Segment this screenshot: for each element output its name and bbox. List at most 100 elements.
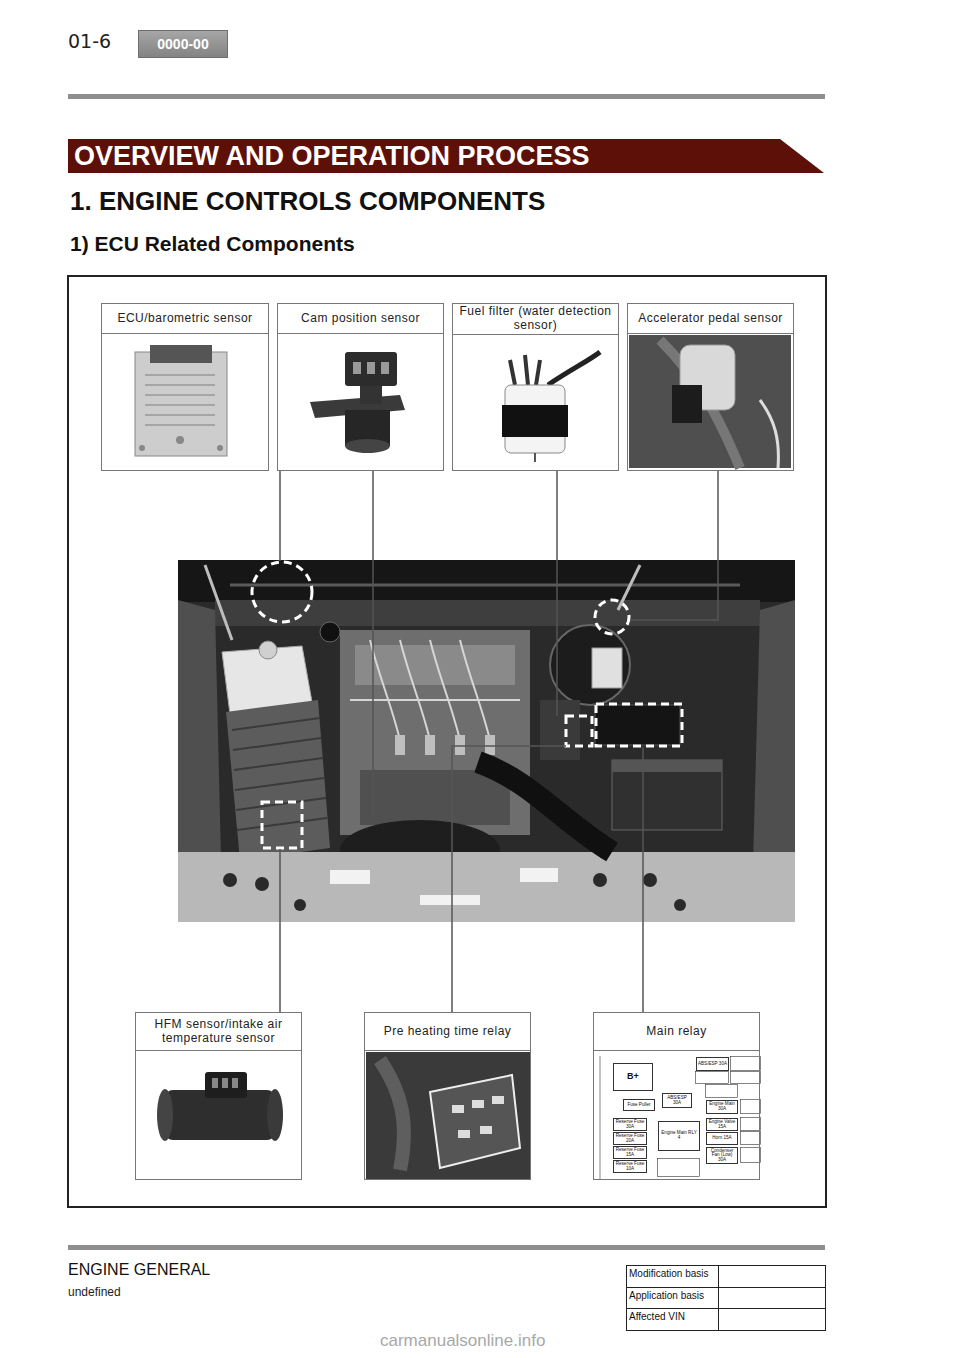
banner-title: OVERVIEW AND OPERATION PROCESS [74, 139, 828, 173]
engine-bay-photo [232, 718, 320, 730]
cam-sensor-photo [360, 386, 382, 404]
ecu-photo [145, 375, 215, 425]
engine-bay-photo [520, 868, 558, 882]
ecu-photo [145, 374, 215, 376]
ecu-photo [135, 352, 227, 456]
ecu-photo [145, 404, 215, 406]
photo-markers [595, 600, 629, 634]
fuse-label: ABS/ESP 30A [664, 1096, 691, 1106]
cam-sensor-photo [353, 362, 361, 374]
engine-bay-photo [340, 630, 530, 835]
engine-bay-photo [236, 798, 326, 810]
revision-table [627, 1266, 826, 1331]
leader-lines [642, 747, 644, 1012]
fuel-filter-photo [510, 355, 540, 385]
fuse-cell: B+ [613, 1063, 653, 1091]
component-panel: Accelerator pedal sensor [627, 303, 794, 471]
fuse-cell: Fuse Puller [623, 1099, 655, 1111]
fuse-cell: Reserve Fuse 30A [613, 1118, 647, 1131]
panel-label: Pre heating time relay [384, 1025, 512, 1039]
accelerator-sensor-photo [660, 340, 740, 468]
engine-bay-photo [230, 584, 740, 587]
leader-lines [452, 746, 566, 1012]
ecu-photo [145, 394, 215, 396]
preheat-relay-photo [430, 1075, 520, 1168]
engine-bay-photo [612, 760, 722, 772]
ecu-photo [139, 436, 223, 451]
engine-bay-photo [485, 735, 495, 755]
revision-table [718, 1265, 719, 1330]
fuse-box-diagram [696, 1072, 729, 1084]
relay-cell: Engine Main RLY 4 [658, 1121, 700, 1151]
engine-bay-photo [233, 738, 321, 750]
leader-lines [372, 471, 374, 818]
engine-bay-photo [223, 873, 686, 911]
fuse-cell: Engine Main 30A [706, 1100, 738, 1114]
cam-sensor-photo [381, 362, 389, 374]
revision-table [626, 1308, 826, 1309]
engine-bay-photo [223, 873, 237, 887]
accelerator-sensor-photo [672, 385, 702, 423]
engine-bay-photo [215, 600, 760, 626]
fuse-cell: Reserve Fuse 10A [613, 1160, 647, 1173]
engine-bay-photo [237, 818, 327, 830]
hfm-sensor-photo [157, 1089, 173, 1141]
hfm-sensor-photo [222, 1078, 228, 1088]
preheat-relay-photo [472, 1100, 484, 1108]
fuse-cell: Horn 15A [706, 1132, 738, 1145]
fuse-label: Reserve Fuse 15A [615, 1148, 646, 1158]
engine-bay-photo [350, 640, 520, 740]
table-cell: Application basis [629, 1290, 704, 1302]
fuse-box-diagram [731, 1057, 761, 1071]
figure-frame [68, 276, 826, 1207]
engine-bay-photo [425, 735, 435, 755]
component-panel: Cam position sensor [277, 303, 444, 471]
hfm-sensor-photo [157, 1072, 283, 1141]
subsection-heading: 1) ECU Related Components [70, 232, 355, 256]
panel-label-area: Pre heating time relay [365, 1013, 530, 1051]
cam-sensor-photo [310, 352, 405, 453]
engine-bay-photo [430, 640, 460, 740]
engine-bay-photo [178, 852, 795, 922]
preheat-relay-photo [452, 1105, 464, 1113]
photo-markers [566, 716, 592, 746]
engine-bay-photo [255, 877, 269, 891]
ecu-photo [217, 445, 223, 451]
fuse-label: Fuse Puller [627, 1103, 650, 1108]
section-code: 0000-00 [157, 36, 208, 52]
fuel-filter-photo [502, 352, 600, 462]
engine-bay-photo [360, 770, 510, 825]
engine-bay-photo [226, 700, 330, 860]
ecu-photo [139, 445, 145, 451]
fuse-box-diagram [741, 1100, 761, 1114]
engine-bay-photo [540, 700, 580, 760]
preheat-relay-photo [380, 1060, 404, 1170]
cam-sensor-photo [345, 352, 397, 386]
ecu-photo [150, 345, 212, 363]
preheat-relay-photo [452, 1096, 504, 1138]
figure-frame [68, 276, 826, 1207]
section-heading: 1. ENGINE CONTROLS COMPONENTS [70, 186, 545, 217]
fuse-cell: Reserve Fuse 15A [613, 1146, 647, 1159]
table-cell: Affected VIN [629, 1311, 685, 1323]
engine-bay-photo [674, 899, 686, 911]
watermark: carmanualsonline.info [380, 1331, 545, 1351]
photo-markers [262, 802, 302, 848]
engine-bay-photo [455, 735, 465, 755]
table-cell: Modification basis [629, 1268, 708, 1280]
cam-sensor-photo [353, 362, 389, 374]
chapter-banner: OVERVIEW AND OPERATION PROCESS [68, 139, 828, 173]
panel-label: Cam position sensor [301, 312, 420, 326]
engine-bay-photo [330, 870, 370, 884]
panel-label: Accelerator pedal sensor [638, 312, 783, 326]
leader-lines [279, 849, 281, 1012]
fuse-cell: Reserve Fuse 20A [613, 1132, 647, 1145]
engine-bay-photo [235, 778, 324, 790]
ecu-photo [145, 384, 215, 386]
header-rule [68, 94, 825, 99]
fuse-box-diagram [706, 1085, 738, 1098]
footer-rule [68, 1245, 825, 1250]
engine-bay-photo [320, 622, 340, 642]
engine-bay-photo [612, 760, 722, 830]
page-number: 01-6 [68, 31, 111, 53]
